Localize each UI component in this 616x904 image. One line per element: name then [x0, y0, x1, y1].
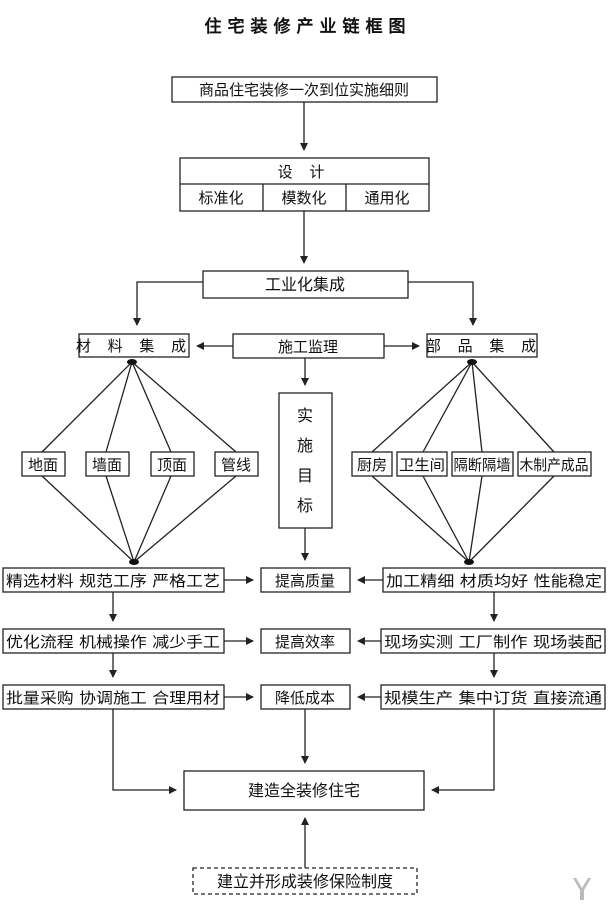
- insurance-system-label: 建立并形成装修保险制度: [217, 872, 393, 891]
- left-row-3-box: [2, 684, 225, 710]
- material-integration-box: [78, 333, 190, 358]
- material-top-hub: [127, 359, 137, 365]
- part-partition-label: 隔断隔墙: [454, 456, 511, 474]
- implementation-rules-label: 商品住宅装修一次到位实施细则: [199, 81, 409, 99]
- arrow-right-to-result: [431, 709, 495, 794]
- arrow-industrial-to-parts: [408, 281, 477, 326]
- material-integration-label: 材 料 集 成: [76, 337, 192, 355]
- part-wood-products-label: 木制产成品: [520, 456, 589, 474]
- right-row-3-box: [380, 684, 606, 710]
- goal-quality-label: 提高质量: [275, 572, 335, 590]
- parts-bottom-hub: [464, 559, 474, 565]
- part-kitchen-label: 厨房: [357, 456, 387, 474]
- goal-quality-box: [260, 567, 351, 593]
- right-row-2-label: 现场实测 工厂制作 现场装配: [384, 633, 602, 651]
- parts-fan-lines: [371, 361, 555, 563]
- material-wall-box: [85, 451, 130, 477]
- goal-efficiency-label: 提高效率: [275, 633, 335, 651]
- arrow-industrial-to-material: [133, 281, 203, 326]
- design-label: 设 计: [278, 163, 331, 181]
- implementation-rules-box: [171, 76, 438, 103]
- left-row-1-label: 精选材料 规范工序 严格工艺: [6, 572, 220, 590]
- parts-integration-label: 部 品 集 成: [426, 337, 542, 355]
- design-item-generalization: 通用化: [364, 189, 409, 207]
- material-floor-box: [21, 451, 66, 477]
- material-bottom-hub: [129, 559, 139, 565]
- goal-efficiency-box: [260, 628, 351, 654]
- target-char: 目: [297, 466, 313, 485]
- material-ceiling-box: [150, 451, 195, 477]
- arrow-left-to-result: [112, 709, 177, 794]
- parts-top-hub: [467, 359, 477, 365]
- supervision-label: 施工监理: [278, 338, 338, 356]
- left-row-3-label: 批量采购 协调施工 合理用材: [6, 689, 220, 707]
- result-box: [183, 770, 425, 811]
- right-row-3-label: 规模生产 集中订货 直接流通: [384, 689, 602, 707]
- material-ceiling-label: 顶面: [157, 456, 187, 474]
- target-box: [278, 392, 333, 529]
- part-kitchen-box: [351, 451, 393, 477]
- material-pipeline-box: [214, 451, 259, 477]
- result-label: 建造全装修住宅: [248, 781, 360, 800]
- material-pipeline-label: 管线: [221, 456, 251, 474]
- material-floor-label: 地面: [28, 456, 58, 474]
- material-wall-label: 墙面: [92, 456, 122, 474]
- industrial-integration-label: 工业化集成: [265, 275, 345, 294]
- right-row-1-label: 加工精细 材质均好 性能稳定: [386, 572, 602, 590]
- parts-integration-box: [426, 333, 538, 358]
- diagram-title: 住宅装修产业链框图: [205, 16, 412, 37]
- material-fan-lines: [41, 361, 237, 563]
- design-item-standardization: 标准化: [198, 189, 243, 207]
- goal-cost-box: [260, 684, 351, 710]
- industrial-integration-box: [202, 270, 409, 299]
- left-row-2-label: 优化流程 机械操作 减少手工: [6, 633, 220, 651]
- part-bathroom-box: [396, 451, 448, 477]
- watermark-logo: [573, 878, 591, 900]
- goal-cost-label: 降低成本: [275, 689, 335, 707]
- target-char: 实: [297, 406, 313, 425]
- design-item-modularization: 模数化: [281, 189, 326, 207]
- part-wood-products-box: [517, 451, 592, 477]
- part-partition-box: [451, 451, 514, 477]
- target-char: 施: [297, 436, 313, 455]
- target-char: 标: [297, 496, 313, 515]
- part-bathroom-label: 卫生间: [399, 456, 445, 474]
